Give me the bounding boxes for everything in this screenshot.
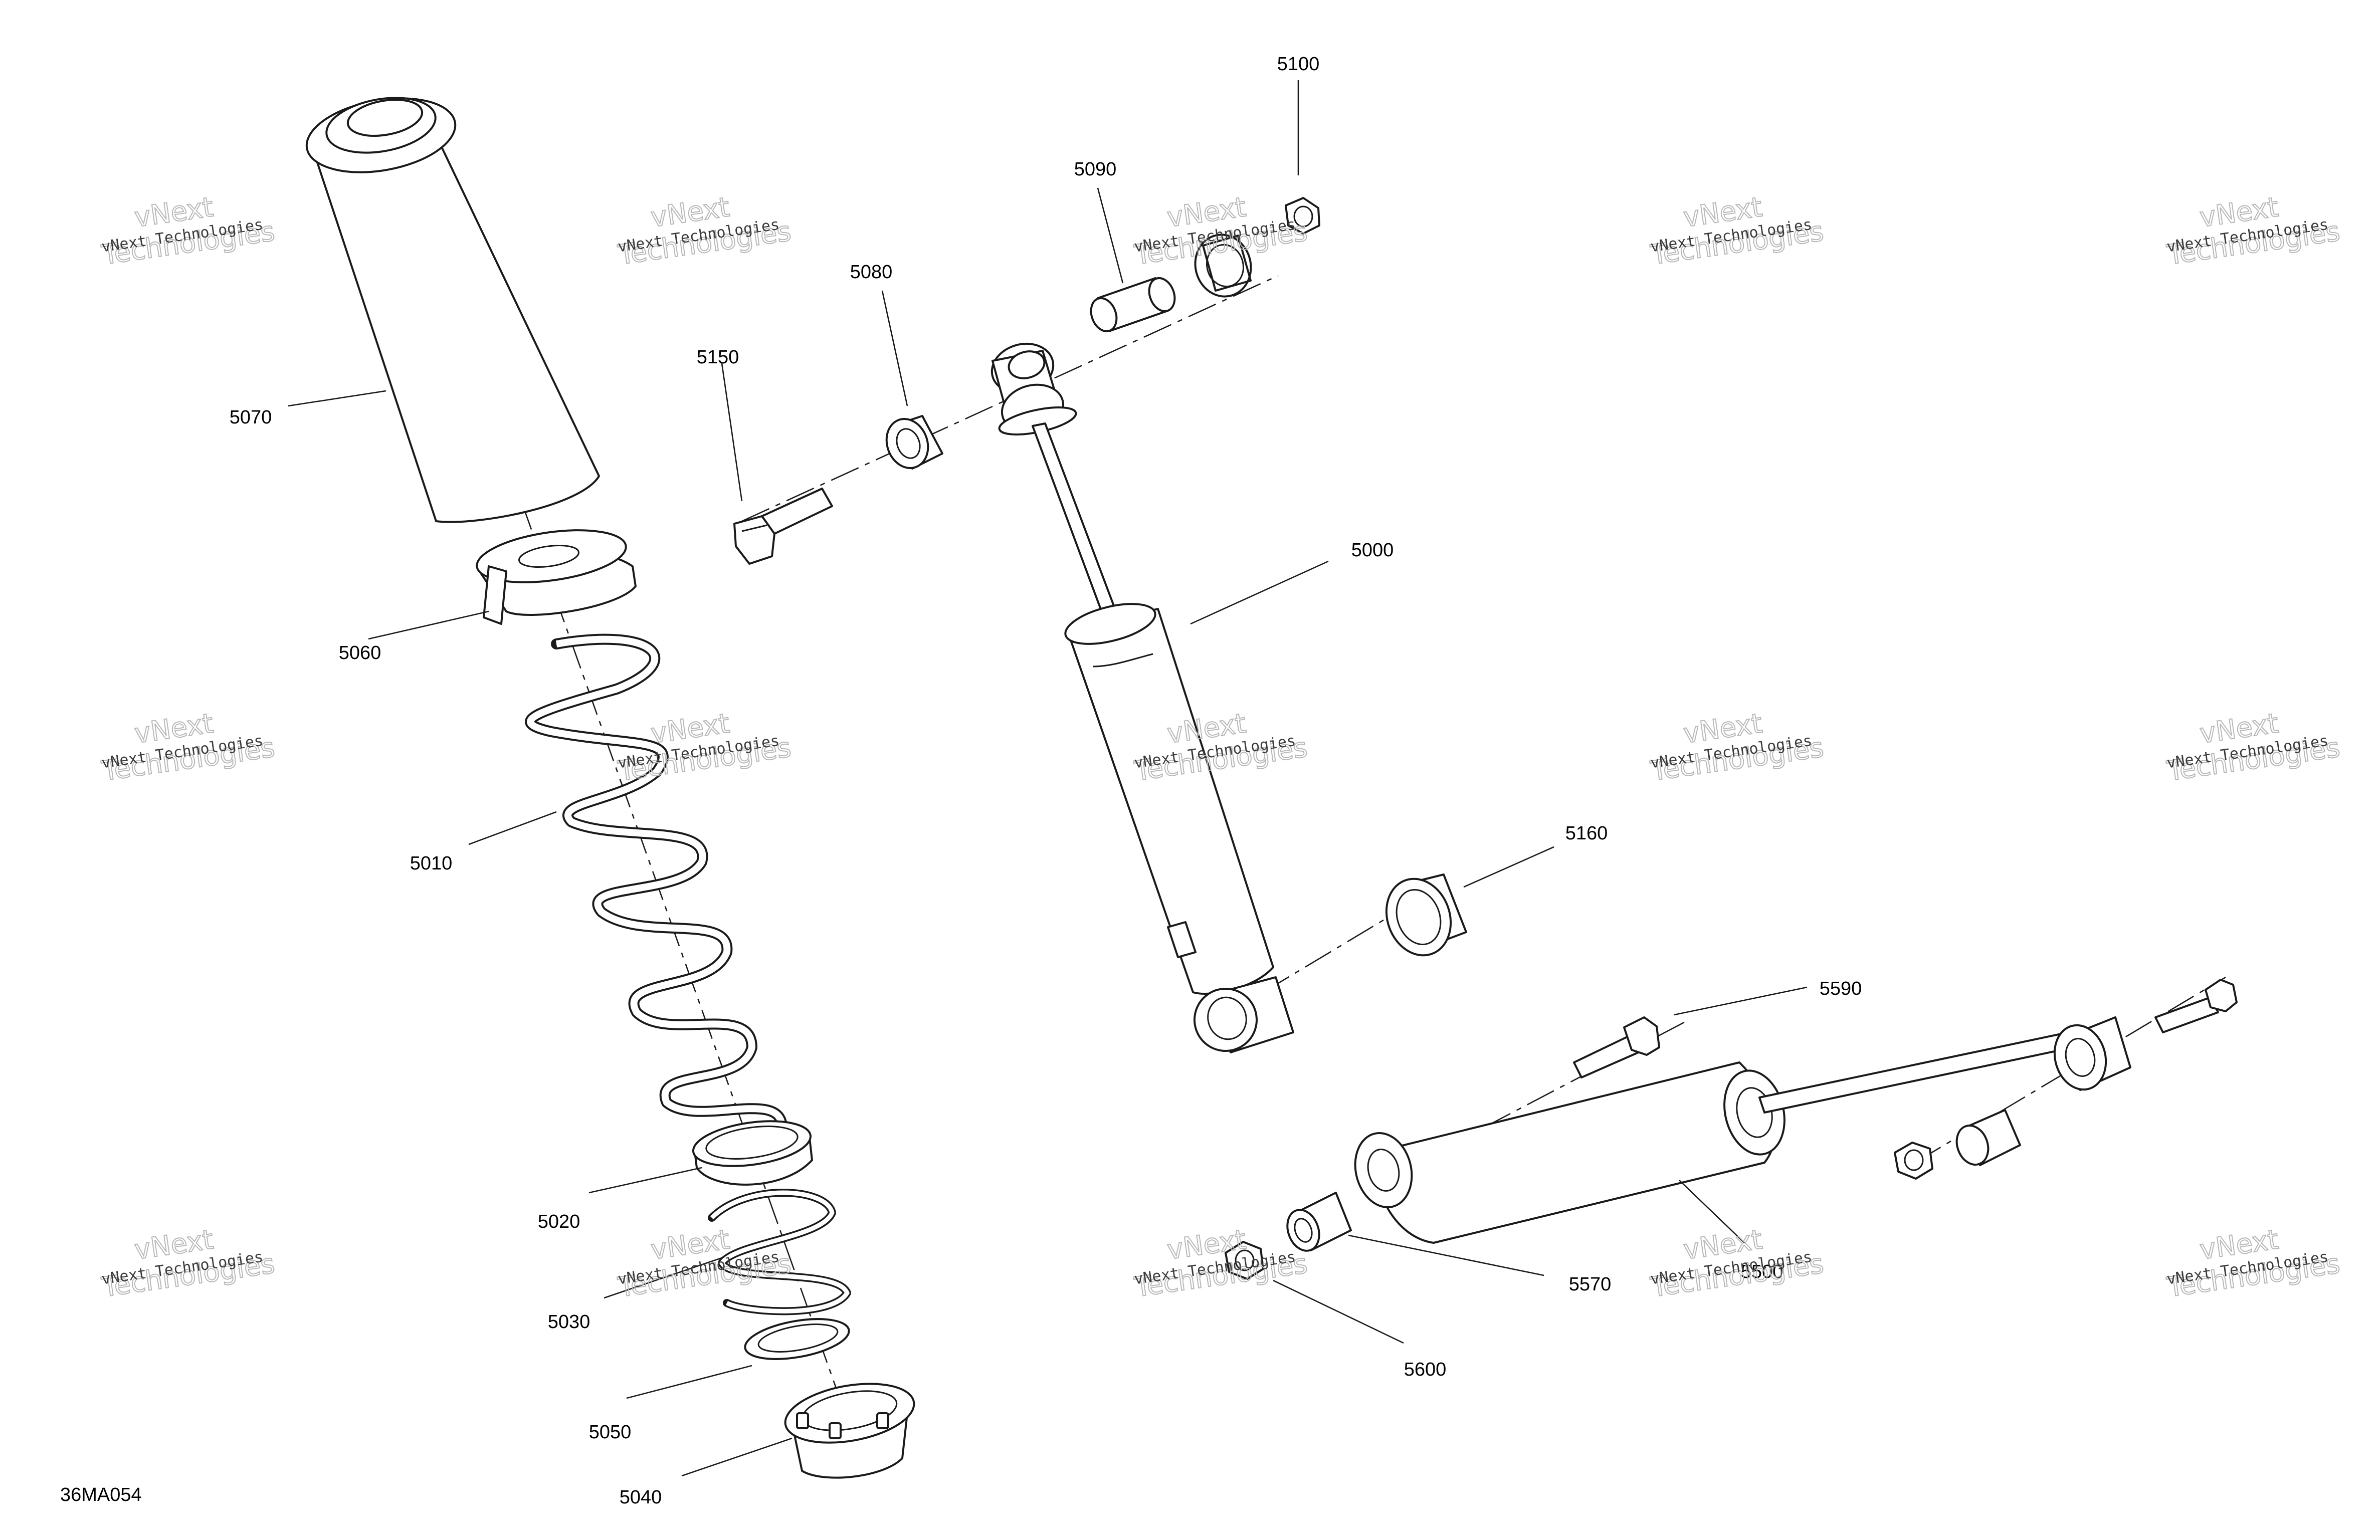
part-5060-upper-spring-seat (476, 529, 637, 625)
callout-5500: 5500 (1741, 1261, 1783, 1282)
part-5090-spacer (1090, 277, 1176, 332)
watermark: vNext Technologies vNext Technologies (1648, 190, 1826, 271)
watermark: vNext Technologies vNext Technologies (1648, 707, 1826, 787)
watermark: vNext Technologies vNext Technologies (616, 1223, 794, 1303)
part-5020-spring-seat-ring (692, 1120, 813, 1186)
part-5160-nut (1194, 197, 1320, 298)
watermark: vNext Technologies vNext Technologies (2164, 190, 2342, 271)
callout-labels: 5100 5090 5080 5150 5070 5000 5060 5010 … (60, 54, 1862, 1508)
part-5150-bolt (733, 488, 833, 565)
part-5000-shock-absorber (990, 342, 1294, 1053)
watermark: vNext Technologies vNext Technologies (1648, 1223, 1826, 1303)
watermark: vNext Technologies vNext Technologies (2164, 707, 2342, 787)
watermark: vNext Technologies vNext Technologies (99, 1223, 277, 1303)
callout-5010: 5010 (410, 853, 453, 874)
callout-5080: 5080 (850, 262, 893, 283)
bottom-mount-axis (1263, 901, 1414, 993)
part-5080-bushing (885, 415, 943, 470)
callout-5040: 5040 (620, 1487, 662, 1508)
part-5040-adjusting-nut (784, 1383, 915, 1479)
part-5100-bushing (1385, 873, 1467, 957)
callout-5000: 5000 (1351, 540, 1394, 561)
callout-5060: 5060 (339, 642, 381, 664)
callout-5600: 5600 (1404, 1359, 1447, 1380)
watermark: vNext Technologies vNext Technologies (1132, 1223, 1310, 1303)
callout-5570: 5570 (1569, 1274, 1612, 1295)
part-5050-washer (744, 1318, 850, 1360)
callout-5160: 5100 (1277, 54, 1320, 75)
leader-lines (288, 80, 1808, 1477)
part-5600-lock-nut (1225, 1142, 1933, 1280)
watermark: vNext Technologies vNext Technologies (2164, 1223, 2342, 1303)
part-5070-spring-cover (305, 97, 600, 523)
callout-5590: 5590 (1820, 978, 1862, 999)
watermark: vNext Technologies vNext Technologies (99, 190, 277, 271)
callout-5020: 5020 (538, 1211, 580, 1232)
part-5010-coil-spring (525, 633, 787, 1178)
watermark: vNext Technologies vNext Technologies (1132, 190, 1310, 271)
callout-5050: 5050 (589, 1422, 632, 1443)
part-5030-lower-spring (708, 1189, 851, 1315)
figure-code: 36MA054 (60, 1484, 142, 1505)
callout-5070: 5070 (230, 407, 272, 428)
callout-5030: 5030 (548, 1311, 590, 1333)
part-5570-spacer (1286, 1109, 2021, 1252)
watermark: vNext Technologies vNext Technologies (616, 190, 794, 271)
part-5590-bolt (1573, 1016, 1660, 1078)
callout-5150: 5150 (697, 347, 739, 368)
part-5500-steering-damper (1354, 979, 2238, 1244)
callout-5100: 5160 (1565, 823, 1608, 844)
watermark: vNext Technologies vNext Technologies (99, 707, 277, 787)
callout-5090: 5090 (1074, 159, 1117, 180)
